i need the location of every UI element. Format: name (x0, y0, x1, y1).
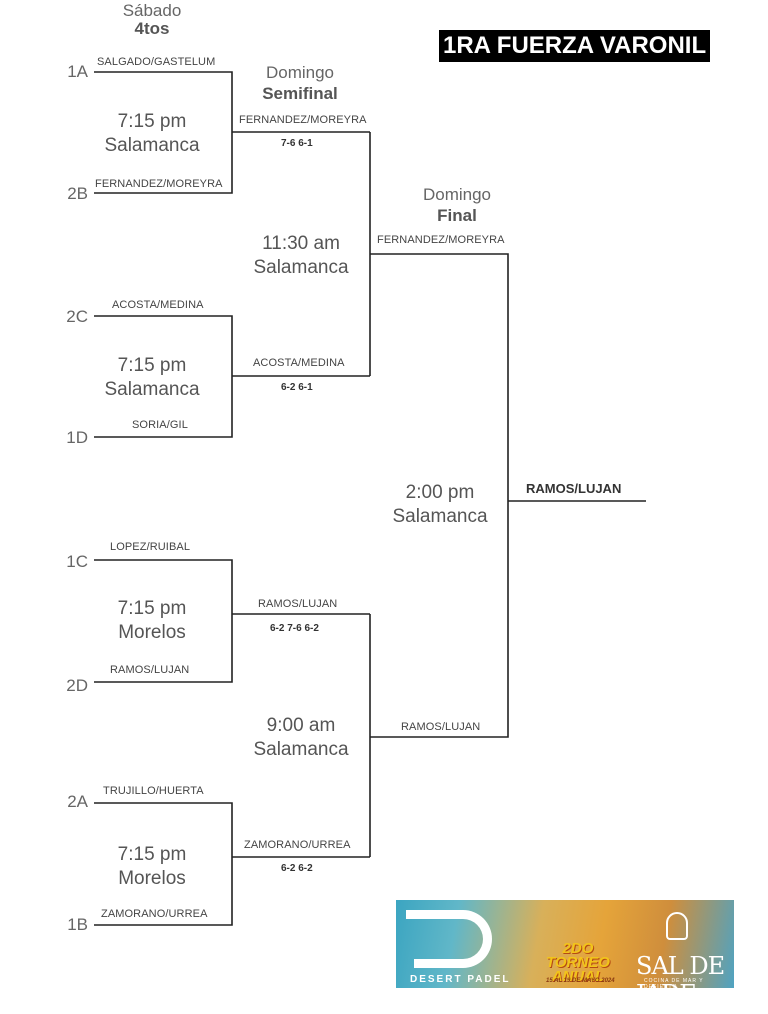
match-score: 7-6 6-1 (281, 138, 313, 149)
match-venue: Salamanca (104, 135, 200, 156)
seed-label: 1B (67, 915, 88, 934)
champion-name: RAMOS/LUJAN (526, 481, 622, 496)
bracket-r1-match-4 (94, 802, 233, 926)
team-name: ACOSTA/MEDINA (253, 357, 345, 369)
torneo-line-3: ANUAL (551, 968, 605, 985)
match-time-hour: 7:15 pm (117, 355, 187, 376)
team-name: FERNANDEZ/MOREYRA (377, 234, 505, 246)
match-venue: Morelos (118, 622, 186, 643)
seed-label: 2D (66, 676, 88, 695)
bracket-r1-match-3 (94, 559, 233, 683)
bracket-title: 1RA FUERZA VARONIL (439, 30, 711, 62)
semis-day: Domingo (265, 63, 335, 82)
sal-de-jade-crest-icon (666, 912, 688, 940)
team-name: ZAMORANO/URREA (101, 908, 208, 920)
team-name: TRUJILLO/HUERTA (103, 785, 204, 797)
semis-header: Domingo Semifinal (240, 62, 360, 104)
team-name: ZAMORANO/URREA (244, 839, 351, 851)
seed-label: 2B (67, 184, 88, 203)
torneo-line-1: 2DO (562, 940, 594, 957)
team-name: SALGADO/GASTELUM (97, 56, 216, 68)
team-name: FERNANDEZ/MOREYRA (239, 114, 367, 126)
torneo-anual-logo: 2DO TORNEO ANUAL (546, 940, 610, 985)
torneo-line-2: TORNEO (546, 954, 610, 971)
match-time: 7:15 pm Morelos (72, 597, 232, 645)
torneo-dates: 15 AL 19 DE MAYO 2024 (546, 978, 615, 984)
seed-label: 1D (66, 428, 88, 447)
match-time-hour: 2:00 pm (405, 482, 475, 503)
match-time: 7:15 pm Morelos (72, 843, 232, 891)
seed-label: 2A (67, 792, 88, 811)
sal-de-jade-text: SAL DE JADE (636, 952, 725, 988)
final-header: Domingo Final (397, 184, 517, 226)
round1-header: Sábado 4tos (92, 0, 212, 39)
match-venue: Salamanca (392, 506, 488, 527)
match-venue: Salamanca (104, 379, 200, 400)
match-venue: Morelos (118, 868, 186, 889)
team-name: FERNANDEZ/MOREYRA (95, 178, 223, 190)
seed-label: 1A (67, 62, 88, 81)
semis-round: Semifinal (262, 84, 338, 103)
seed-label: 1C (66, 552, 88, 571)
match-time: 7:15 pm Salamanca (72, 110, 232, 158)
final-day: Domingo (422, 185, 492, 204)
match-time-hour: 7:15 pm (117, 111, 187, 132)
match-venue: Salamanca (253, 739, 349, 760)
team-name: LOPEZ/RUIBAL (110, 541, 191, 553)
match-venue: Salamanca (253, 257, 349, 278)
match-time: 9:00 am Salamanca (221, 714, 381, 762)
seed-label: 2C (66, 307, 88, 326)
sal-de-jade-tagline: COCINA DE MAR Y DESIERTO (644, 978, 704, 988)
match-time-hour: 7:15 pm (117, 844, 187, 865)
final-round: Final (437, 206, 477, 225)
match-time-hour: 7:15 pm (117, 598, 187, 619)
desert-padel-logo-bar (406, 910, 450, 919)
match-score: 6-2 6-2 (281, 863, 313, 874)
team-name: ACOSTA/MEDINA (112, 299, 204, 311)
team-name: RAMOS/LUJAN (401, 721, 481, 733)
match-time: 2:00 pm Salamanca (360, 481, 520, 529)
desert-padel-text: DESERT PADEL (410, 974, 511, 985)
sponsor-banner: DESERT PADEL 2DO TORNEO ANUAL 15 AL 19 D… (396, 900, 734, 988)
match-time: 11:30 am Salamanca (221, 232, 381, 280)
match-score: 6-2 7-6 6-2 (270, 623, 319, 634)
team-name: RAMOS/LUJAN (110, 664, 190, 676)
desert-padel-logo-icon (414, 910, 492, 968)
team-name: SORIA/GIL (132, 419, 188, 431)
match-time-hour: 11:30 am (262, 233, 340, 254)
bracket-final (370, 253, 509, 738)
match-score: 6-2 6-1 (281, 382, 313, 393)
team-name: RAMOS/LUJAN (258, 598, 338, 610)
round1-round: 4tos (134, 19, 170, 38)
round1-day: Sábado (122, 1, 182, 20)
match-time: 7:15 pm Salamanca (72, 354, 232, 402)
match-time-hour: 9:00 am (266, 715, 336, 736)
